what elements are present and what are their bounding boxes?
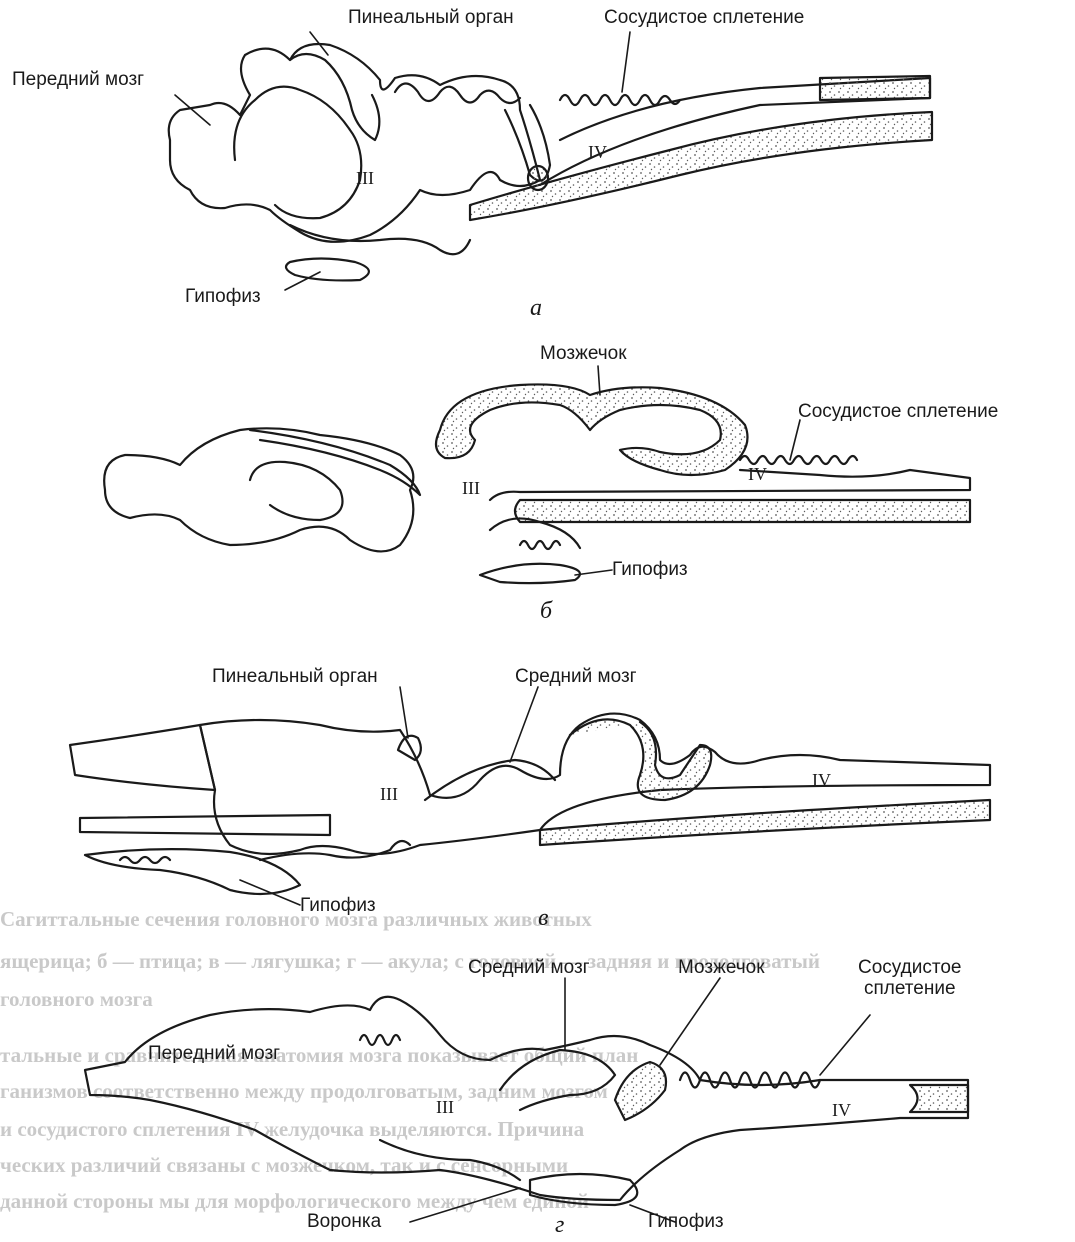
panel-b-brain <box>104 428 413 551</box>
panel-a-pineal-label: Пинеальный орган <box>348 8 514 29</box>
panel-c-nerve <box>80 815 330 835</box>
panel-a-choroid-label: Сосудистое сплетение <box>604 8 804 29</box>
panel-c-ventricle4-label: IV <box>812 770 831 791</box>
panel-a-forebrain-label: Передний мозг <box>12 70 144 91</box>
panel-d-choroid-label-line2: сплетение <box>858 979 961 1000</box>
panel-a-inner-wall <box>234 87 361 219</box>
panel-a-ventricle3-label: III <box>356 168 374 189</box>
panel-b-choroid <box>740 456 857 464</box>
panel-a-fold-stipple <box>528 166 548 190</box>
panel-d-letter: г <box>555 1212 564 1239</box>
panel-b-ventricle4-label: IV <box>748 464 767 485</box>
panel-d-ventricle3-label: III <box>436 1097 454 1118</box>
panel-d-forebrain-label: Передний мозг <box>148 1044 280 1065</box>
panel-c-pineal <box>398 736 421 760</box>
panel-b-hypophysis <box>480 564 580 583</box>
panel-c-cerebellum-fold <box>570 719 711 800</box>
panel-c-hypophysis-folds <box>120 841 410 863</box>
panel-b-letter: б <box>540 598 552 625</box>
panel-d-ventricle4-label: IV <box>832 1100 851 1121</box>
panel-a-hypophysis <box>286 259 369 281</box>
panel-d-choroid-label: Сосудистое сплетение <box>858 958 961 1000</box>
panel-a-hypophysis-label: Гипофиз <box>185 287 261 308</box>
panel-a-ventricle4-label: IV <box>588 142 607 163</box>
panel-d-cerebellum-label: Мозжечок <box>678 958 765 979</box>
panel-a-letter: а <box>530 295 542 322</box>
panel-c-spinal-cord <box>540 800 990 845</box>
panel-c-olfactory <box>70 725 215 790</box>
panel-b-dorsal-tube <box>490 470 970 500</box>
panel-d-choroid-label-line1: Сосудистое <box>858 958 961 979</box>
panel-d-midbrain-label: Средний мозг <box>468 958 590 979</box>
show-through-text: Сагиттальные сечения головного мозга раз… <box>0 907 820 1213</box>
panel-c-midbrain-label: Средний мозг <box>515 667 637 688</box>
show-through-line-1: Сагиттальные сечения головного мозга раз… <box>0 907 592 931</box>
panel-c-ventricle3-label: III <box>380 784 398 805</box>
show-through-line-8: данной стороны мы для морфологического м… <box>0 1189 589 1213</box>
panel-a-drawing <box>169 44 932 280</box>
panel-c-hypophysis <box>85 849 300 894</box>
panel-d-cerebellum <box>615 1062 666 1120</box>
panel-c-pineal-label: Пинеальный орган <box>212 667 378 688</box>
panel-b-spinal-cord <box>515 500 970 522</box>
panel-a-cord-stipple-dorsal <box>820 76 930 100</box>
panel-c-midbrain-wall <box>425 760 555 800</box>
panel-c-drawing <box>70 714 990 894</box>
panel-b-inner <box>250 462 343 520</box>
panel-b-ventricle3-label: III <box>462 478 480 499</box>
panel-a-choroid-plexus <box>395 84 520 104</box>
show-through-line-7: ческих различий связаны с мозжечком, так… <box>0 1153 568 1177</box>
panel-b-cerebellum-label: Мозжечок <box>540 344 627 365</box>
panel-a-pineal <box>290 54 379 140</box>
panel-c-hypophysis-label: Гипофиз <box>300 896 376 917</box>
show-through-line-3: головного мозга <box>0 987 153 1011</box>
show-through-line-6: и сосудистого сплетения IV желудочка выд… <box>0 1117 585 1141</box>
panel-c-letter: в <box>538 905 548 932</box>
show-through-line-5: ганизмов соответственно между продолгова… <box>0 1079 608 1103</box>
panel-d-spinal-tip <box>910 1085 968 1112</box>
panel-d-hypophysis-label: Гипофиз <box>648 1212 724 1233</box>
panel-d-infundibulum-label: Воронка <box>307 1212 381 1233</box>
panel-b-hypophysis-label: Гипофиз <box>612 560 688 581</box>
panel-b-choroid-label: Сосудистое сплетение <box>798 402 998 423</box>
panel-b-cerebellum <box>436 384 748 475</box>
